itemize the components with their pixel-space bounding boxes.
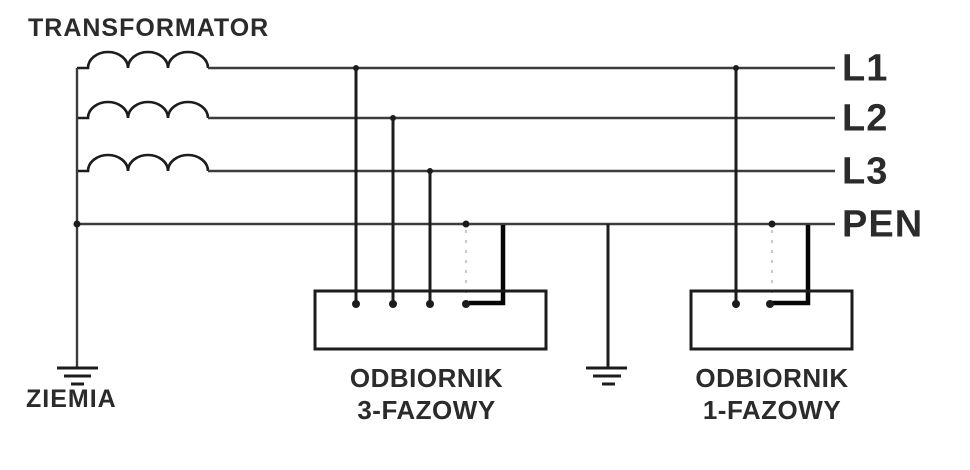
phase-lines bbox=[77, 66, 835, 226]
junction-dots bbox=[73, 65, 776, 228]
single-phase-load-label: ODBIORNIK 1-FAZOWY bbox=[691, 362, 853, 426]
single-phase-load-box bbox=[689, 289, 854, 351]
single-phase-load-name: ODBIORNIK bbox=[695, 363, 849, 393]
phase-label-l1: L1 bbox=[842, 47, 889, 90]
earth-symbol-middle bbox=[586, 366, 627, 386]
earth-label: ZIEMIA bbox=[26, 385, 117, 413]
phase-l1-wire bbox=[77, 50, 210, 70]
phase-label-pen: PEN bbox=[842, 203, 924, 246]
single-phase-load-type: 1-FAZOWY bbox=[702, 395, 842, 425]
transformer-windings bbox=[77, 50, 210, 173]
three-phase-load-wires bbox=[354, 68, 506, 306]
pen-bold-hook bbox=[469, 225, 506, 306]
terminal-dots bbox=[352, 300, 774, 308]
three-phase-load-label: ODBIORNIK 3-FAZOWY bbox=[310, 362, 543, 426]
three-phase-load-name: ODBIORNIK bbox=[349, 363, 504, 393]
pen-bold-hook-single bbox=[772, 225, 811, 306]
phase-label-l2: L2 bbox=[842, 97, 889, 140]
three-phase-load-type: 3-FAZOWY bbox=[357, 395, 496, 425]
phase-l3-wire bbox=[77, 153, 210, 173]
transformer-label: TRANSFORMATOR bbox=[28, 14, 270, 42]
earth-symbol-left bbox=[57, 366, 98, 386]
three-phase-load-box bbox=[313, 289, 548, 351]
phase-label-l3: L3 bbox=[842, 150, 889, 193]
single-phase-load-wires bbox=[734, 68, 811, 306]
phase-l2-wire bbox=[77, 100, 210, 120]
